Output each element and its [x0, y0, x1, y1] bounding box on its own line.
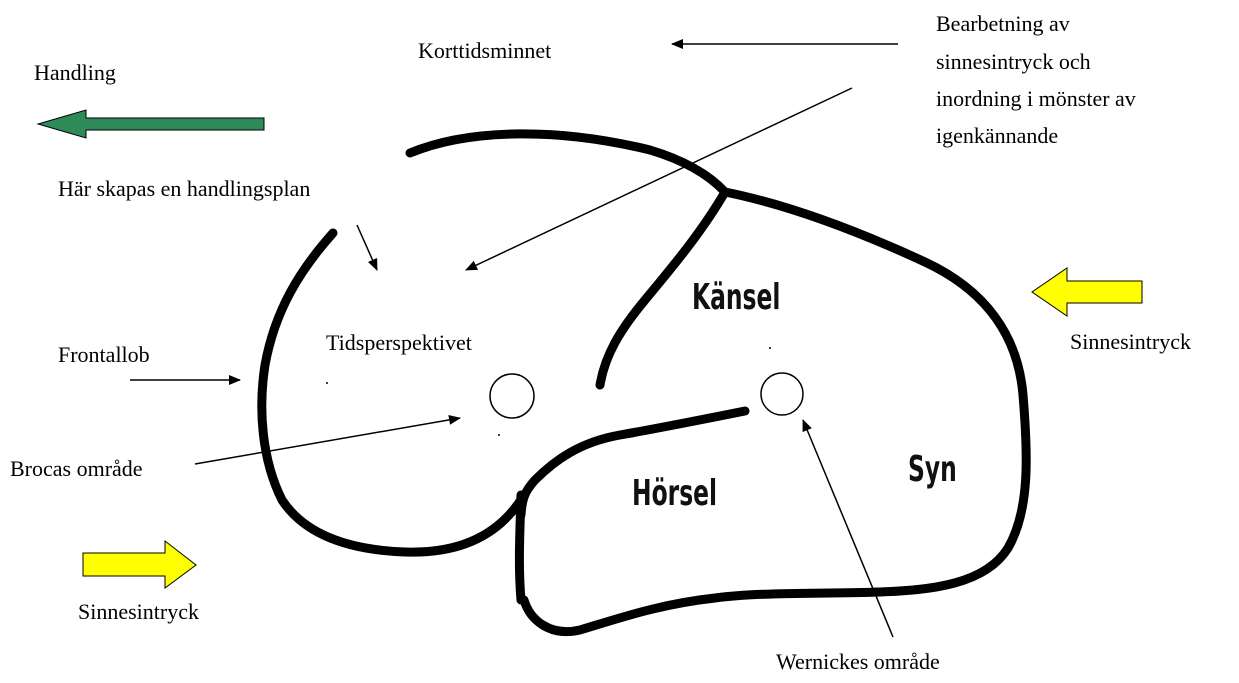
bearbetning-label-line4: igenkännande	[936, 123, 1058, 148]
bearbetning-pointer-arrow	[466, 88, 852, 270]
handlingsplan-pointer-arrow	[357, 225, 377, 270]
syn-region-label: Syn	[908, 449, 957, 490]
bearbetning-label-line1: Bearbetning av	[936, 11, 1070, 36]
bearbetning-label-line2: sinnesintryck och	[936, 49, 1091, 74]
handlingsplan-label: Här skapas en handlingsplan	[58, 176, 310, 201]
wernickes-omrade-label: Wernickes område	[776, 649, 940, 674]
sinnesintryck-right-arrow-icon	[1032, 268, 1142, 316]
handling-label: Handling	[34, 60, 116, 85]
sinnesintryck-right-label: Sinnesintryck	[1070, 329, 1191, 354]
brocas-area-marker	[490, 374, 534, 418]
frontallob-label: Frontallob	[58, 342, 150, 367]
brain-frontal-contour	[262, 233, 524, 552]
brain-outline	[262, 134, 1026, 632]
speck	[769, 347, 771, 349]
temporal-front-edge	[519, 495, 521, 600]
kansel-region-label: Känsel	[692, 277, 780, 318]
wernickes-pointer-arrow	[803, 420, 893, 637]
brocas-pointer-arrow	[195, 418, 460, 464]
bearbetning-label-line3: inordning i mönster av	[936, 86, 1136, 111]
speck	[326, 382, 328, 384]
brocas-omrade-label: Brocas område	[10, 456, 143, 481]
handling-arrow-icon	[38, 110, 264, 138]
sinnesintryck-left-label: Sinnesintryck	[78, 599, 199, 624]
sinnesintryck-left-arrow-icon	[83, 541, 196, 588]
speck	[498, 434, 500, 436]
tidsperspektivet-label: Tidsperspektivet	[326, 330, 472, 355]
speck	[710, 595, 712, 597]
horsel-region-label: Hörsel	[632, 473, 717, 514]
korttidsminnet-label: Korttidsminnet	[418, 38, 551, 63]
wernickes-area-marker	[761, 373, 803, 415]
